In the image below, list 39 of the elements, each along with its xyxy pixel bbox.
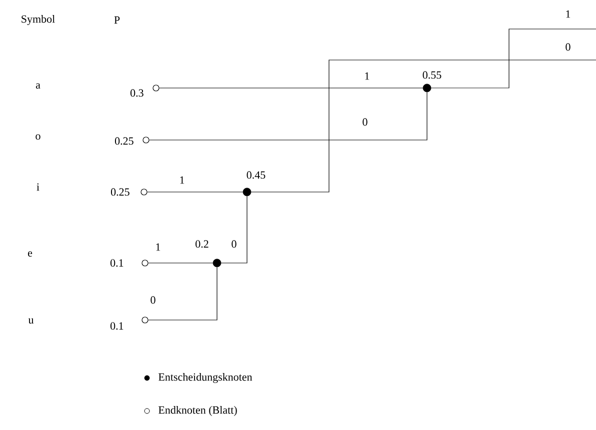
connector-line [430,28,596,88]
edge-label: 0 [564,42,572,52]
edge-label: 0 [361,117,369,127]
column-heading: Symbol [22,15,55,25]
probability-label: 0.25 [114,137,134,145]
probability-label: 0.25 [110,188,130,196]
probability-label: 0.1 [110,322,124,330]
connector-line [148,262,214,264]
legend-text: Endknoten (Blatt) [158,406,237,416]
edge-label: 1 [178,175,186,185]
decision-node [242,188,252,196]
decision-node [422,84,432,92]
symbol-label: u [28,318,34,324]
decision-node [212,258,222,268]
symbol-label: i [36,183,40,191]
connector-line [148,266,218,320]
edge-label: 1 [363,71,371,81]
probability-label: 0.55 [422,71,442,79]
edge-label: 0 [230,239,238,249]
probability-label: 0.1 [110,259,124,267]
leaf-node [142,260,148,266]
leaf-node [152,84,160,92]
legend-text: Entscheidungsknoten [158,373,252,383]
edge-label: 1 [154,242,162,252]
connector-line [149,92,428,140]
edge-label: 0 [149,295,157,305]
probability-label: 0.2 [196,240,208,248]
symbol-label: e [28,251,32,257]
column-heading: P [114,16,120,24]
leaf-node [142,136,150,144]
leaf-node [142,316,148,324]
probability-label: 0.3 [130,89,144,97]
probability-label: 0.45 [246,171,266,179]
connector-line [220,196,248,264]
connector-line [250,60,596,192]
leaf-node [140,188,148,196]
symbol-label: a [36,83,40,89]
edge-label: 1 [564,9,572,19]
symbol-label: o [36,134,40,140]
